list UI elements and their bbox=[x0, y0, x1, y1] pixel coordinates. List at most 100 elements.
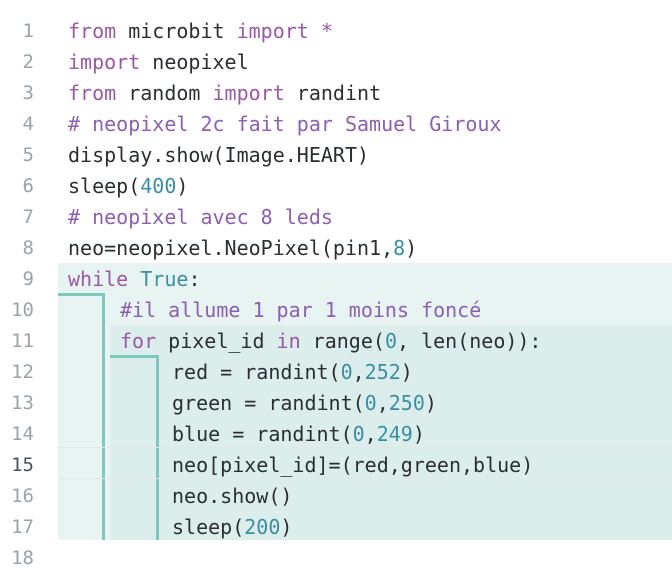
line-number: 2 bbox=[22, 51, 34, 73]
line-number: 14 bbox=[11, 423, 34, 445]
code-token: ) bbox=[405, 236, 418, 260]
line-number: 8 bbox=[22, 237, 34, 259]
code-line[interactable]: 5 display.show(Image.HEART) bbox=[0, 140, 672, 171]
code-text: sleep(200) bbox=[172, 512, 292, 543]
while-block-guide bbox=[102, 293, 105, 540]
code-token: import bbox=[68, 50, 141, 74]
code-token: 200 bbox=[244, 515, 281, 539]
code-text: from random import randint bbox=[68, 78, 381, 109]
code-token: from bbox=[68, 81, 117, 105]
code-token: * bbox=[320, 19, 333, 43]
code-token: 0 bbox=[364, 391, 377, 415]
code-line[interactable]: 4 # neopixel 2c fait par Samuel Giroux bbox=[0, 109, 672, 140]
line-number: 18 bbox=[11, 547, 34, 569]
code-line[interactable]: 1 from microbit import * bbox=[0, 16, 672, 47]
code-token: import bbox=[236, 19, 309, 43]
code-text: for pixel_id in range(0, len(neo)): bbox=[120, 326, 541, 357]
code-token: neo.show() bbox=[172, 484, 293, 508]
code-token bbox=[128, 267, 140, 291]
code-token: import bbox=[212, 81, 285, 105]
code-token: #il allume 1 par 1 moins foncé bbox=[120, 298, 482, 322]
line-number: 12 bbox=[11, 361, 34, 383]
code-token: while bbox=[68, 267, 129, 291]
line-number: 15 bbox=[11, 454, 34, 476]
code-line[interactable]: 15 neo[pixel_id]=(red,green,blue) bbox=[0, 450, 672, 481]
line-number: 16 bbox=[11, 485, 34, 507]
code-token: display.show(Image.HEART) bbox=[68, 143, 370, 167]
line-number: 4 bbox=[22, 113, 34, 135]
code-text: from microbit import * bbox=[68, 16, 333, 47]
code-token: ) bbox=[412, 422, 425, 446]
code-token: range( bbox=[300, 329, 385, 353]
line-number: 7 bbox=[22, 206, 34, 228]
code-text: while True: bbox=[68, 264, 200, 295]
code-token: , bbox=[364, 422, 377, 446]
code-token: neo=neopixel.NeoPixel(pin1, bbox=[68, 236, 394, 260]
for-block-guide-top bbox=[110, 355, 158, 358]
code-token: for bbox=[120, 329, 157, 353]
line-number: 1 bbox=[22, 20, 34, 42]
line-number: 9 bbox=[22, 268, 34, 290]
code-token: green = randint( bbox=[172, 391, 365, 415]
code-token: red = randint( bbox=[172, 360, 341, 384]
code-line[interactable]: 10#il allume 1 par 1 moins foncé bbox=[0, 295, 672, 326]
code-text: display.show(Image.HEART) bbox=[68, 140, 369, 171]
code-text: sleep(400) bbox=[68, 171, 188, 202]
code-token: sleep( bbox=[172, 515, 245, 539]
for-block-highlight bbox=[110, 325, 672, 540]
code-line[interactable]: 9 while True: bbox=[0, 264, 672, 295]
line-number: 6 bbox=[22, 175, 34, 197]
code-line[interactable]: 16 neo.show() bbox=[0, 481, 672, 512]
code-token: blue = randint( bbox=[172, 422, 353, 446]
code-token: , bbox=[352, 360, 365, 384]
code-line[interactable]: 2 import neopixel bbox=[0, 47, 672, 78]
while-block-guide-top bbox=[58, 293, 104, 296]
code-token: # neopixel avec 8 leds bbox=[68, 205, 333, 229]
code-line[interactable]: 8 neo=neopixel.NeoPixel(pin1,8) bbox=[0, 233, 672, 264]
active-line-top-border bbox=[58, 447, 672, 448]
code-token: 0 bbox=[352, 422, 365, 446]
code-token bbox=[309, 19, 321, 43]
code-token: from bbox=[68, 19, 117, 43]
code-token: 400 bbox=[140, 174, 177, 198]
active-line-bottom-border bbox=[58, 478, 672, 479]
code-token: 0 bbox=[384, 329, 397, 353]
code-line[interactable]: 13 green = randint(0,250) bbox=[0, 388, 672, 419]
code-token: random bbox=[116, 81, 213, 105]
line-number: 13 bbox=[11, 392, 34, 414]
code-token: ) bbox=[280, 515, 293, 539]
code-text: #il allume 1 par 1 moins foncé bbox=[120, 295, 481, 326]
code-token: randint bbox=[284, 81, 382, 105]
code-text: neo[pixel_id]=(red,green,blue) bbox=[172, 450, 533, 481]
code-text: blue = randint(0,249) bbox=[172, 419, 425, 450]
code-token: ) bbox=[424, 391, 437, 415]
line-number: 11 bbox=[11, 330, 34, 352]
code-text: red = randint(0,252) bbox=[172, 357, 413, 388]
code-line[interactable]: 14 blue = randint(0,249) bbox=[0, 419, 672, 450]
code-token: , bbox=[376, 391, 389, 415]
code-line[interactable]: 3 from random import randint bbox=[0, 78, 672, 109]
code-token: 0 bbox=[340, 360, 353, 384]
code-line[interactable]: 11 for pixel_id in range(0, len(neo)): bbox=[0, 326, 672, 357]
code-token: 250 bbox=[388, 391, 425, 415]
line-number: 5 bbox=[22, 144, 34, 166]
code-token: : bbox=[188, 267, 201, 291]
code-line[interactable]: 18 bbox=[0, 543, 672, 574]
code-token: ) bbox=[400, 360, 413, 384]
code-token: 249 bbox=[376, 422, 413, 446]
code-text: import neopixel bbox=[68, 47, 249, 78]
code-line[interactable]: 7 # neopixel avec 8 leds bbox=[0, 202, 672, 233]
code-token: sleep( bbox=[68, 174, 141, 198]
code-token: microbit bbox=[116, 19, 237, 43]
code-line[interactable]: 12 red = randint(0,252) bbox=[0, 357, 672, 388]
code-token: , len(neo)): bbox=[396, 329, 542, 353]
code-token: neopixel bbox=[140, 50, 249, 74]
code-text: neo=neopixel.NeoPixel(pin1,8) bbox=[68, 233, 417, 264]
code-token: # neopixel 2c fait par Samuel Giroux bbox=[68, 112, 502, 136]
code-text: # neopixel 2c fait par Samuel Giroux bbox=[68, 109, 501, 140]
code-token: 252 bbox=[364, 360, 401, 384]
code-line[interactable]: 6 sleep(400) bbox=[0, 171, 672, 202]
line-number: 3 bbox=[22, 82, 34, 104]
